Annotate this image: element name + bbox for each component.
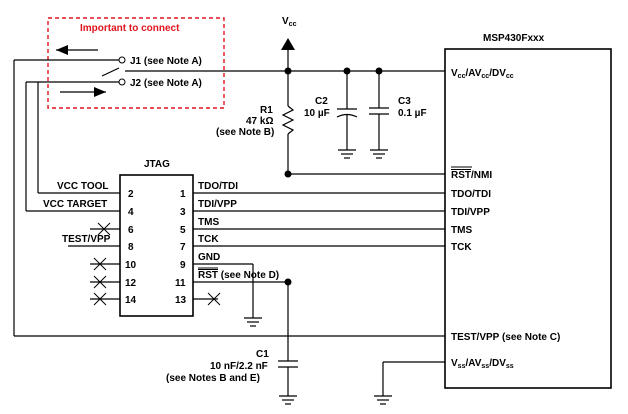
mcu-tdo-tdi-pin: TDO/TDI	[451, 189, 491, 200]
jtag-test-vpp-label: TEST/VPP	[62, 234, 111, 245]
vcc-supply: Vcc	[281, 16, 297, 71]
capacitor-c3: C3 0.1 µF	[369, 71, 427, 159]
jtag-pin-7: 7	[180, 242, 186, 253]
mcu-tdi-vpp-pin: TDI/VPP	[451, 207, 490, 218]
r1-note: (see Note B)	[216, 127, 274, 138]
c1-value: 10 nF/2.2 nF	[210, 361, 268, 372]
jumper-j1-label: J1 (see Note A)	[130, 56, 202, 67]
vcc-label: Vcc	[282, 16, 297, 28]
c3-name: C3	[398, 96, 411, 107]
mcu-tck-pin: TCK	[451, 242, 472, 253]
vcc-arrow-icon	[281, 38, 295, 50]
mcu-test-vpp-pin: TEST/VPP (see Note C)	[451, 332, 560, 343]
r1-name: R1	[260, 105, 273, 116]
jtag-rst-label: RST (see Note D)	[198, 270, 279, 281]
vss-ground	[374, 361, 445, 405]
mcu-vss-pin: Vss/AVss/DVss	[451, 358, 514, 370]
mcu-box	[444, 48, 612, 389]
msp430-mcu: MSP430Fxxx Vcc/AVcc/DVcc RST/NMI TDO/TDI…	[444, 33, 612, 389]
c1-name: C1	[256, 349, 269, 360]
note-title: Important to connect	[80, 23, 180, 34]
jtag-pin-9: 9	[180, 260, 186, 271]
jtag-pin-4: 4	[128, 207, 134, 218]
note-box: Important to connect	[47, 17, 225, 109]
jtag-connector: JTAG 2 4 6 8 10 12 14 1 3 5 7 9 11 13 VC…	[43, 159, 279, 317]
jtag-pin-8: 8	[128, 242, 134, 253]
jtag-gnd-label: GND	[198, 252, 220, 263]
jtag-pin-10: 10	[125, 260, 137, 271]
c2-value: 10 µF	[304, 108, 330, 119]
mcu-rst-nmi-pin: RST/NMI	[451, 170, 492, 181]
jtag-tms-label: TMS	[198, 217, 219, 228]
capacitor-c2: C2 10 µF	[304, 71, 358, 159]
jtag-title: JTAG	[144, 159, 170, 170]
capacitor-c1: C1 10 nF/2.2 nF (see Notes B and E)	[166, 349, 298, 405]
jtag-pin-13: 13	[175, 295, 187, 306]
r1-value: 47 kΩ	[246, 116, 273, 127]
jumper-j2-label: J2 (see Note A)	[130, 78, 202, 89]
jtag-box	[119, 174, 194, 317]
resistor-r1: R1 47 kΩ (see Note B)	[216, 71, 295, 174]
jtag-vcc-target-label: VCC TARGET	[43, 199, 107, 210]
mcu-tms-pin: TMS	[451, 225, 472, 236]
jtag-tck-label: TCK	[198, 234, 219, 245]
junctions	[284, 67, 383, 286]
jtag-pin-5: 5	[180, 225, 186, 236]
jtag-tdo-tdi-label: TDO/TDI	[198, 181, 238, 192]
c2-name: C2	[315, 96, 328, 107]
jtag-pin-14: 14	[125, 295, 137, 306]
jtag-pin-11: 11	[175, 278, 186, 289]
c3-value: 0.1 µF	[398, 108, 427, 119]
jumper-contact	[101, 67, 120, 77]
jtag-pin-6: 6	[128, 225, 134, 236]
jtag-tdi-vpp-label: TDI/VPP	[198, 199, 237, 210]
no-connect-markers	[90, 222, 221, 306]
mcu-vcc-pin: Vcc/AVcc/DVcc	[451, 68, 514, 80]
jtag-pin-1: 1	[180, 189, 186, 200]
c1-note: (see Notes B and E)	[166, 373, 260, 384]
jtag-pin-3: 3	[180, 207, 186, 218]
jtag-pin-2: 2	[128, 189, 134, 200]
jtag-pin-12: 12	[125, 278, 137, 289]
jtag-vcc-tool-label: VCC TOOL	[57, 181, 108, 192]
mcu-title: MSP430Fxxx	[483, 33, 545, 44]
signal-wires	[13, 60, 445, 361]
